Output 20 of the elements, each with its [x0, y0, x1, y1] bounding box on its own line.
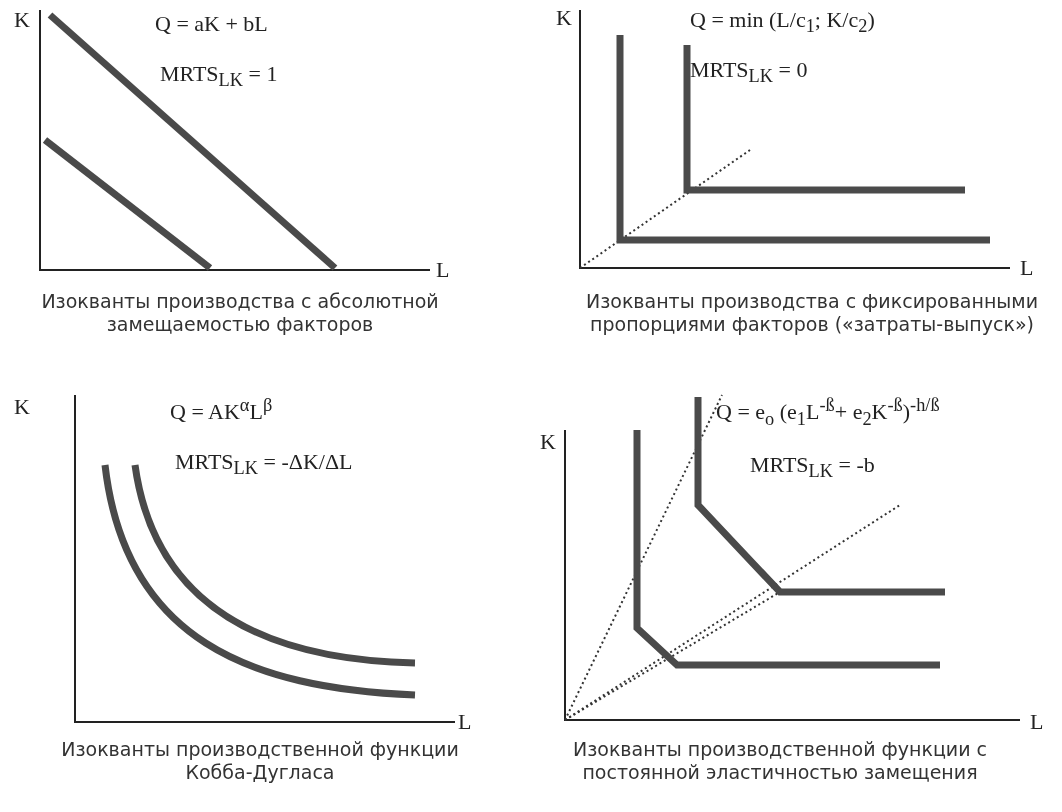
- axis-label: L: [458, 710, 472, 735]
- axis-label: L: [1030, 710, 1044, 735]
- axis-label: K: [14, 8, 30, 33]
- formula-text: Q = min (L/c$_{1}$; K/c$_{2}$): [690, 8, 875, 37]
- formula-text: MRTS$_{LK}$ = 1: [160, 62, 278, 91]
- formula-text: MRTS$_{LK}$ = -b: [750, 453, 875, 482]
- caption-text: Изокванты производственной функции с постоянной эластичностью замещения: [571, 738, 989, 784]
- axis-label: K: [540, 430, 556, 455]
- formula-text: MRTS$_{LK}$ = -ΔK/ΔL: [175, 450, 353, 479]
- caption-text: Изокванты производства с фиксированными пропорциями факторов («затраты-выпуск»): [584, 290, 1040, 336]
- formula-text: Q = aK + bL: [155, 12, 268, 37]
- formula-text: Q = AK$^{α}$L$^{β}$: [170, 395, 273, 425]
- axis-label: L: [1020, 256, 1034, 281]
- caption-text: Изокванты производства с абсолютной замещаемостью факторов: [40, 290, 440, 336]
- axis-label: K: [14, 395, 30, 420]
- axis-label: K: [556, 6, 572, 31]
- caption-text: Изокванты производственной функции Кобба-Дугласа: [60, 738, 460, 784]
- formula-text: Q = e$_{o}$ (e$_{1}$L$^{-ß}$+ e$_{2}$K$^{-ß}$)$^{-h/ß}$: [716, 395, 940, 429]
- formula-text: MRTS$_{LK}$ = 0: [690, 58, 808, 87]
- axis-label: L: [436, 258, 450, 283]
